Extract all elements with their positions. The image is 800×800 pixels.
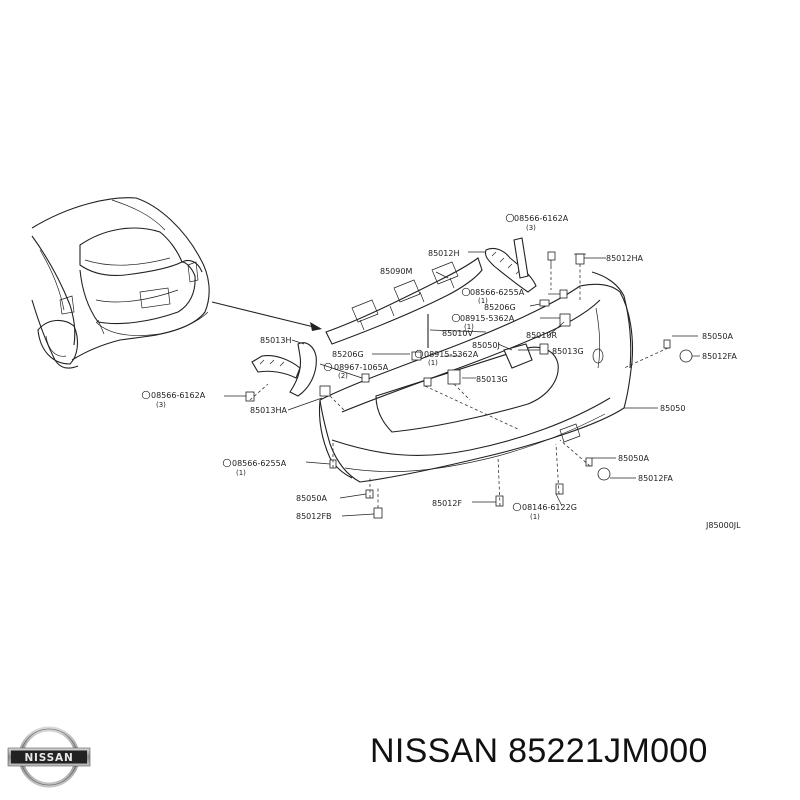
label-08967-1065A: 08967-1065A <box>334 363 389 372</box>
qty-mid1: (1) <box>478 297 488 305</box>
leader-lines <box>224 251 700 517</box>
qty-l2: (2) <box>338 372 348 380</box>
qty-left: (3) <box>156 401 166 409</box>
pointer-arrow <box>211 301 322 331</box>
label-85050: 85050 <box>660 404 685 413</box>
rear-bumper-fascia <box>318 271 633 483</box>
qty-top: (3) <box>526 224 536 232</box>
label-08146-6122G: 08146-6122G <box>522 503 577 512</box>
label-08566-6162A-left: 08566-6162A <box>151 391 206 400</box>
bracket-85013H <box>251 342 317 397</box>
label-85012FA-low: 85012FA <box>638 474 673 483</box>
label-08566-6162A-top: 08566-6162A <box>514 214 569 223</box>
assembly-lines <box>249 264 669 508</box>
label-85010V: 85010V <box>442 329 473 338</box>
nissan-logo: NISSAN <box>7 726 91 788</box>
label-85012F: 85012F <box>432 499 462 508</box>
part-labels: 08566-6162A (3) 85012H 85012HA 85090M 08… <box>141 213 741 530</box>
label-85050J: 85050J <box>472 341 500 350</box>
qty-low: (1) <box>236 469 246 477</box>
qty-mid2: (1) <box>464 323 474 331</box>
label-08915-5362A-left: 08915-5362A <box>424 350 479 359</box>
fasteners <box>245 251 693 519</box>
label-85012HA: 85012HA <box>606 254 643 263</box>
label-08915-5362A-right: 08915-5362A <box>460 314 515 323</box>
label-85013HA: 85013HA <box>250 406 287 415</box>
label-85050A-bottom-left: 85050A <box>296 494 327 503</box>
qty-bottom: (1) <box>530 513 540 521</box>
label-85012FA-right: 85012FA <box>702 352 737 361</box>
nissan-logo-text: NISSAN <box>24 752 73 764</box>
label-85013G-left: 85013G <box>476 375 508 384</box>
label-08566-6255A-mid: 08566-6255A <box>470 288 525 297</box>
label-08566-6255A-low: 08566-6255A <box>232 459 287 468</box>
label-85090M: 85090M <box>380 267 412 276</box>
label-85010R: 85010R <box>526 331 557 340</box>
label-85206G-right: 85206G <box>484 303 516 312</box>
bracket-85012H <box>484 237 537 293</box>
label-85013G-right: 85013G <box>552 347 584 356</box>
label-85012FB: 85012FB <box>296 512 332 521</box>
absorber-85090M <box>325 257 483 345</box>
label-85050A-right: 85050A <box>702 332 733 341</box>
label-85206G-left: 85206G <box>332 350 364 359</box>
qty-l1: (1) <box>428 359 438 367</box>
label-85012H: 85012H <box>428 249 459 258</box>
label-85013H: 85013H <box>260 336 291 345</box>
vehicle-sketch <box>31 197 210 369</box>
part-number-caption: NISSAN 85221JM000 <box>370 732 708 770</box>
diagram-code: J85000JL <box>705 521 741 530</box>
label-85050A-low: 85050A <box>618 454 649 463</box>
